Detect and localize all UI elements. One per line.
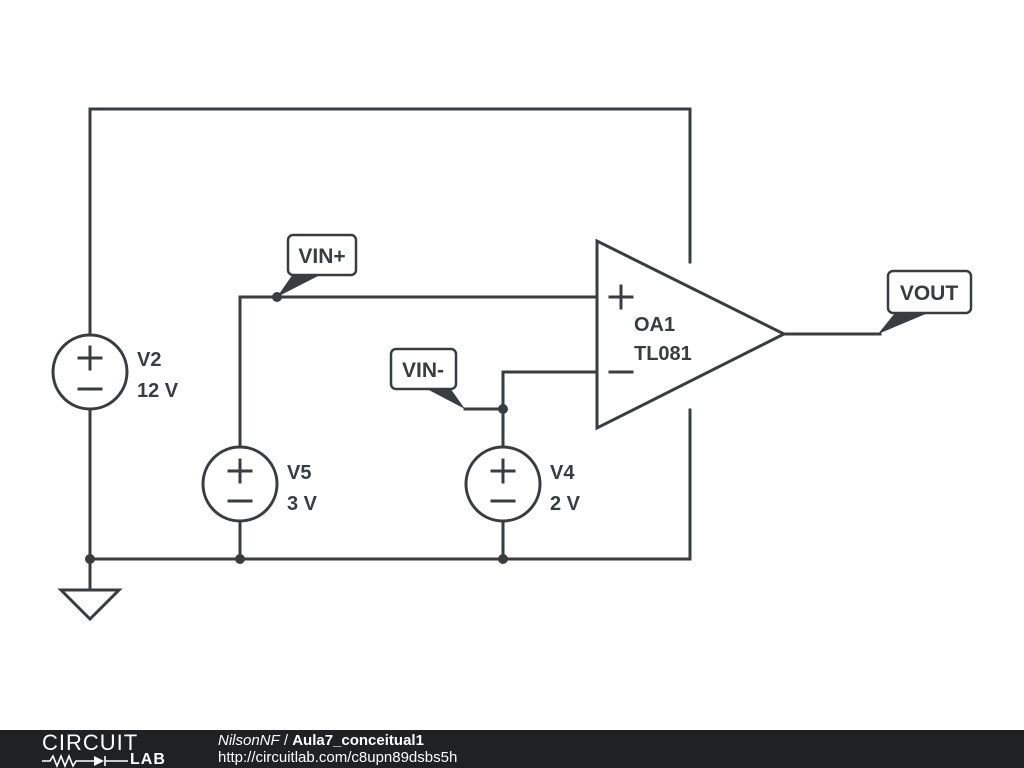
opamp-name: OA1 bbox=[634, 314, 675, 336]
v4-symbol bbox=[464, 445, 542, 523]
wires bbox=[88, 107, 882, 592]
opamp-oa1[interactable]: OA1 TL081 bbox=[595, 238, 788, 431]
junction-vin-minus bbox=[498, 404, 508, 414]
v2-symbol bbox=[51, 333, 129, 411]
voltage-source-v4[interactable]: V4 2 V bbox=[464, 445, 581, 523]
footer-info: NilsonNF / Aula7_conceitual1 http://circ… bbox=[218, 732, 457, 766]
v5-symbol bbox=[201, 445, 279, 523]
vin-plus-box bbox=[286, 233, 358, 277]
logo-circuit-text: CIRCUIT bbox=[42, 730, 139, 755]
circuit-title-line: NilsonNF / Aula7_conceitual1 bbox=[218, 732, 457, 749]
wire-vin-plus bbox=[238, 295, 599, 449]
voltage-source-v2[interactable]: V2 12 V bbox=[51, 333, 179, 411]
vin-minus-box bbox=[389, 347, 458, 391]
net-label-vout[interactable]: VOUT bbox=[878, 269, 973, 334]
net-label-vin-plus[interactable]: VIN+ bbox=[277, 233, 358, 297]
v5-value: 3 V bbox=[287, 493, 318, 515]
junction-ground-v4 bbox=[498, 554, 508, 564]
vin-plus-text: VIN+ bbox=[298, 245, 345, 268]
v2-name: V2 bbox=[137, 349, 161, 371]
v4-name: V4 bbox=[550, 462, 575, 484]
resistor-diode-icon bbox=[42, 754, 128, 768]
vin-minus-text: VIN- bbox=[402, 359, 444, 382]
vout-text: VOUT bbox=[900, 282, 959, 305]
junction-ground-v2 bbox=[85, 554, 95, 564]
junction-ground-v5 bbox=[235, 554, 245, 564]
vin-plus-pointer bbox=[277, 274, 322, 297]
net-label-vin-minus[interactable]: VIN- bbox=[389, 347, 465, 409]
title-separator: / bbox=[279, 732, 293, 749]
vout-box bbox=[886, 269, 973, 315]
voltage-source-v5[interactable]: V5 3 V bbox=[201, 445, 318, 523]
circuitlab-logo[interactable]: CIRCUIT LAB bbox=[42, 732, 177, 768]
vout-pointer bbox=[878, 313, 928, 334]
opamp-triangle bbox=[595, 238, 788, 431]
wire-vin-minus bbox=[501, 370, 599, 449]
junctions bbox=[85, 292, 508, 564]
circuit-title-link[interactable]: Aula7_conceitual1 bbox=[292, 732, 424, 749]
v4-value: 2 V bbox=[550, 493, 581, 515]
circuit-url[interactable]: http://circuitlab.com/c8upn89dsbs5h bbox=[218, 749, 458, 766]
wire-top-loop bbox=[88, 107, 692, 337]
v5-name: V5 bbox=[287, 462, 311, 484]
opamp-part: TL081 bbox=[634, 343, 692, 365]
author-link[interactable]: NilsonNF bbox=[218, 732, 280, 749]
v2-value: 12 V bbox=[137, 380, 179, 402]
vin-minus-pointer bbox=[425, 388, 465, 409]
circuit-schematic: V2 12 V V5 3 V V4 2 V OA1 TL081 VIN+ bbox=[51, 107, 973, 622]
footer-bar: CIRCUIT LAB NilsonNF / Aula7_conceitual1… bbox=[0, 730, 1024, 768]
ground-symbol[interactable] bbox=[57, 588, 123, 622]
logo-lab-text: LAB bbox=[130, 751, 166, 768]
